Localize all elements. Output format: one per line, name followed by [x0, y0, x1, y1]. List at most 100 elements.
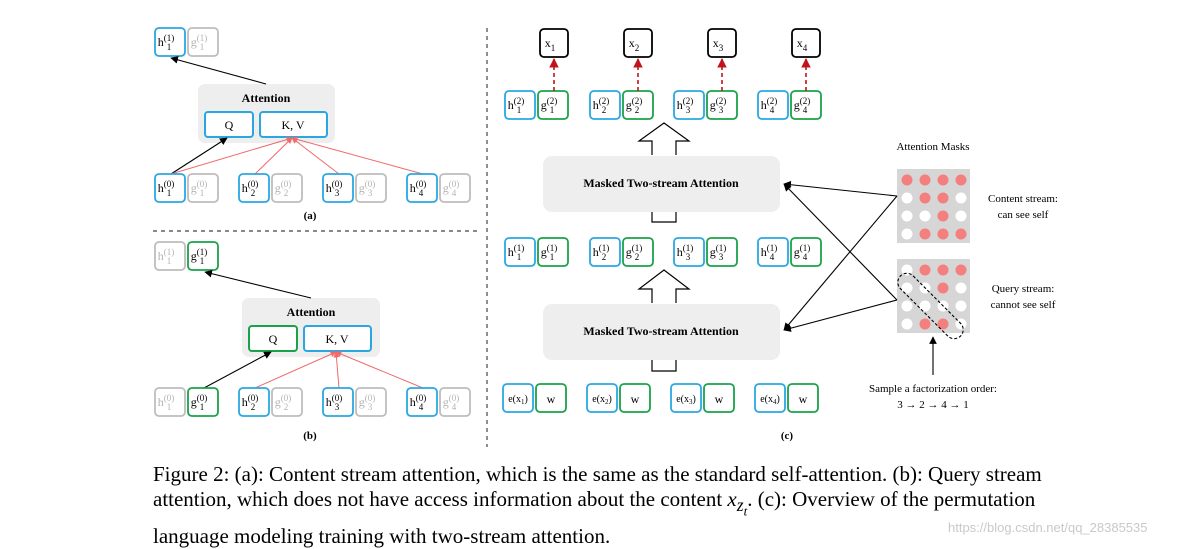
token-sup: (2) [514, 96, 525, 106]
token-base: h [677, 245, 683, 259]
token-label: h(0)3 [326, 179, 343, 198]
emb-text: e(x [760, 394, 773, 405]
token-sup: (0) [365, 393, 376, 403]
token-sup: (1) [164, 247, 175, 257]
token-sup: (1) [547, 243, 558, 253]
token-base: h [158, 249, 164, 263]
query-mask-cell [901, 282, 913, 294]
token-box [355, 387, 387, 417]
token-label: g(1)1 [191, 33, 208, 52]
token-base: h [158, 35, 164, 49]
up-arrow-stub [651, 212, 677, 223]
attention-to-h1 [170, 56, 267, 85]
token-g4: g(2)4 [790, 90, 822, 120]
token-base: h [761, 98, 767, 112]
token-sub: 1 [167, 188, 172, 198]
token-sub: 1 [167, 402, 172, 412]
token-h4: h(2)4 [757, 90, 789, 120]
token-sub: 2 [251, 188, 256, 198]
token-x2: x2 [623, 28, 653, 58]
token-sub: 4 [803, 252, 808, 262]
token-base: g [541, 98, 547, 112]
input-pair-3: e(x3)w [670, 383, 735, 413]
math-base: x [727, 487, 737, 511]
token-sub: 3 [719, 105, 724, 115]
token-box [707, 28, 737, 58]
token-base: h [326, 181, 332, 195]
mask-arrow [783, 195, 898, 331]
token-label: g(1)3 [710, 243, 727, 262]
content-mask-cell [955, 228, 967, 240]
emb-sub: 2 [605, 398, 609, 406]
watermark: https://blog.csdn.net/qq_28385535 [948, 520, 1148, 535]
token-box [271, 387, 303, 417]
token-g1: g(1)1 [537, 237, 569, 267]
token-base: g [191, 395, 197, 409]
input-pair-1: e(x1)w [502, 383, 567, 413]
token-sub: 4 [452, 402, 457, 412]
token-sup: (1) [683, 243, 694, 253]
token-h1: h(1)1 [154, 241, 186, 271]
token-sub: 3 [686, 105, 691, 115]
token-label: h(2)1 [508, 96, 525, 115]
token-sup: (1) [599, 243, 610, 253]
token-base: h [158, 181, 164, 195]
token-sub: 3 [335, 402, 340, 412]
emb-text: e(x [592, 394, 605, 405]
token-box [504, 237, 536, 267]
token-label: g(0)3 [359, 393, 376, 412]
token-label: h(2)4 [761, 96, 778, 115]
token-label: g(1)1 [541, 243, 558, 262]
embedding-label: e(x3) [676, 394, 696, 406]
token-sub: 1 [200, 188, 205, 198]
token-base: h [410, 181, 416, 195]
up-arrow [637, 122, 691, 155]
up-arrow-stub [651, 360, 677, 372]
panel-label: (c) [781, 430, 794, 442]
q-label: Q [225, 118, 234, 132]
edge-to-kv [170, 136, 293, 175]
content-mask-cell [901, 228, 913, 240]
edge-to-kv [335, 351, 424, 389]
token-sub: 4 [770, 252, 775, 262]
token-g1: g(1)1 [187, 27, 219, 57]
token-sub: 1 [200, 256, 205, 266]
token-base: h [508, 98, 514, 112]
token-label: h(0)4 [410, 179, 427, 198]
token-sub: 1 [167, 42, 172, 52]
token-sup: (0) [449, 393, 460, 403]
token-sub: 2 [251, 402, 256, 412]
token-box [622, 237, 654, 267]
token-h2: h(2)2 [589, 90, 621, 120]
token-box [757, 237, 789, 267]
edge-to-kv [254, 351, 337, 389]
token-sup: (0) [281, 179, 292, 189]
token-x1: x1 [539, 28, 569, 58]
token-sup: (2) [716, 96, 727, 106]
token-sup: (1) [197, 247, 208, 257]
token-sup: (1) [716, 243, 727, 253]
token-base: g [275, 181, 281, 195]
query-mask-cell [901, 300, 913, 312]
token-label: h(0)4 [410, 393, 427, 412]
token-sup: (1) [767, 243, 778, 253]
token-h4: h(1)4 [757, 237, 789, 267]
token-base: g [541, 245, 547, 259]
panel-b-query-stream: Attention Q K, V (b) [242, 298, 380, 442]
query-mask-cell [937, 318, 949, 330]
token-base: g [794, 245, 800, 259]
token-label: g(0)4 [443, 393, 460, 412]
token-sup: (0) [281, 393, 292, 403]
q-label: Q [269, 332, 278, 346]
input-pair-4: e(x4)w [754, 383, 819, 413]
token-label: g(2)1 [541, 96, 558, 115]
attention-to-g1 [204, 269, 312, 299]
token-sub: 4 [419, 188, 424, 198]
w-box [535, 383, 567, 413]
content-mask-cell [937, 228, 949, 240]
token-box [406, 173, 438, 203]
token-label: g(0)4 [443, 179, 460, 198]
token-box [589, 90, 621, 120]
token-h3: h(2)3 [673, 90, 705, 120]
